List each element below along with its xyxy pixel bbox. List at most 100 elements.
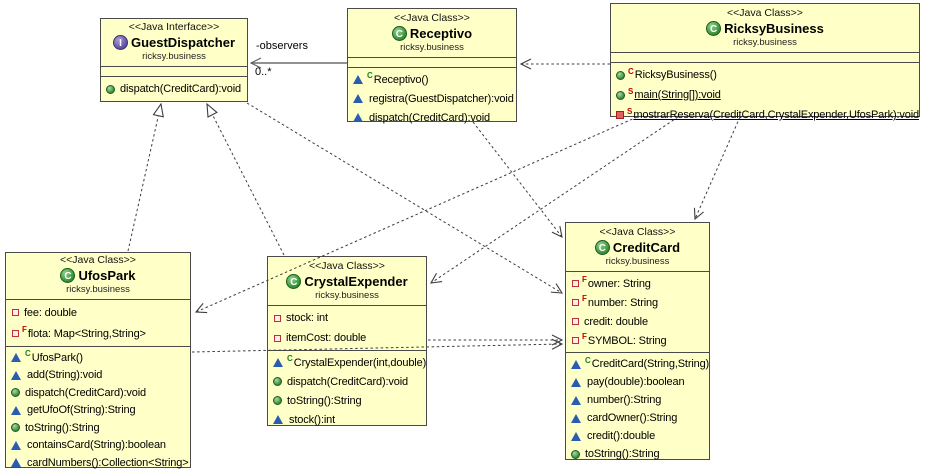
- class-name: Receptivo: [409, 26, 473, 41]
- member-label: toString():String: [585, 448, 660, 460]
- method-public-icon: [273, 396, 282, 405]
- field-private-icon: [12, 309, 19, 316]
- stereotype: <<Java Class>>: [599, 226, 676, 238]
- member-row[interactable]: cardOwner():String: [566, 409, 709, 427]
- member-row[interactable]: dispatch(CreditCard):void: [348, 108, 516, 127]
- member-label: add(String):void: [27, 369, 103, 382]
- stereotype: <<Java Interface>>: [128, 21, 220, 33]
- member-row[interactable]: toString():String: [566, 445, 709, 463]
- association-label-observers[interactable]: -observers: [256, 40, 308, 52]
- package-name: ricksy.business: [66, 284, 130, 295]
- member-row[interactable]: itemCost: double: [268, 328, 426, 348]
- method-package-icon: [353, 113, 363, 122]
- method-public-icon: [616, 70, 625, 80]
- member-label: number: String: [587, 296, 658, 309]
- field-private-icon: [572, 318, 579, 325]
- class-box-ricksybusiness[interactable]: <<Java Class>> C RicksyBusiness ricksy.b…: [610, 3, 920, 121]
- member-row[interactable]: credit: double: [566, 312, 709, 331]
- modifier-superscript: S: [628, 86, 634, 96]
- member-row[interactable]: toString():String: [268, 391, 426, 410]
- class-name: RicksyBusiness: [724, 21, 824, 36]
- field-private-icon: [12, 330, 19, 337]
- member-label: mostrarReserva(CreditCard,CrystalExpende…: [633, 109, 919, 121]
- stereotype: <<Java Class>>: [60, 254, 136, 266]
- modifier-superscript: F: [582, 332, 587, 341]
- method-package-icon: [273, 358, 283, 367]
- method-package-icon: [571, 377, 581, 387]
- member-label: toString():String: [287, 394, 362, 407]
- member-label: credit():double: [587, 430, 656, 442]
- dependency-ufos-park-to-credit-card[interactable]: [191, 344, 562, 353]
- class-box-receptivo[interactable]: <<Java Class>> C Receptivo ricksy.busine…: [347, 8, 517, 124]
- member-label: stock():int: [289, 413, 336, 426]
- modifier-superscript: C: [367, 71, 373, 80]
- class-icon: C: [391, 26, 407, 41]
- member-row[interactable]: registra(GuestDispatcher):void: [348, 89, 516, 108]
- modifier-superscript: C: [25, 349, 31, 359]
- member-row[interactable]: containsCard(String):boolean: [6, 437, 190, 455]
- class-box-ufospark[interactable]: <<Java Class>> C UfosPark ricksy.busines…: [5, 252, 191, 469]
- class-box-creditcard[interactable]: <<Java Class>> C CreditCard ricksy.busin…: [565, 222, 710, 460]
- methods-compartment: dispatch(CreditCard):void: [101, 77, 247, 101]
- member-row[interactable]: cardNumbers():Collection<String>: [6, 454, 190, 472]
- member-row[interactable]: fee: double: [6, 302, 190, 323]
- member-row[interactable]: credit():double: [566, 427, 709, 445]
- member-row[interactable]: add(String):void: [6, 367, 190, 385]
- dependency-guest-dispatcher-to-credit-card[interactable]: [246, 102, 562, 293]
- member-row[interactable]: getUfoOf(String):String: [6, 402, 190, 420]
- method-package-icon: [353, 75, 363, 84]
- realization-crystal-expender-to-guest-dispatcher[interactable]: [207, 104, 285, 256]
- class-box-guestdispatcher[interactable]: <<Java Interface>> I GuestDispatcher ric…: [100, 18, 248, 102]
- method-package-icon: [571, 413, 581, 423]
- dependency-ricksy-business-to-credit-card[interactable]: [695, 116, 741, 219]
- class-box-crystalexpender[interactable]: <<Java Class>> C CrystalExpender ricksy.…: [267, 256, 427, 426]
- method-private-icon: [616, 111, 624, 119]
- member-row[interactable]: pay(double):boolean: [566, 373, 709, 391]
- class-name: UfosPark: [78, 268, 136, 283]
- dependency-ricksy-business-to-ufos-park[interactable]: [196, 116, 638, 312]
- modifier-superscript: C: [585, 355, 591, 365]
- modifier-superscript: F: [582, 275, 587, 284]
- member-row[interactable]: stock():int: [268, 410, 426, 429]
- member-label: getUfoOf(String):String: [27, 404, 136, 417]
- member-row[interactable]: stock: int: [268, 308, 426, 328]
- class-header: <<Java Class>> C RicksyBusiness ricksy.b…: [611, 4, 919, 53]
- class-icon: C: [706, 21, 722, 36]
- realization-ufos-park-to-guest-dispatcher[interactable]: [127, 104, 161, 252]
- class-icon: C: [286, 274, 302, 289]
- package-name: ricksy.business: [605, 256, 670, 267]
- class-icon: C: [60, 268, 76, 283]
- member-label: cardNumbers():Collection<String>: [27, 456, 189, 469]
- dependency-receptivo-to-credit-card[interactable]: [472, 121, 562, 237]
- member-row[interactable]: number():String: [566, 391, 709, 409]
- method-public-icon: [106, 84, 115, 94]
- member-label: dispatch(CreditCard):void: [25, 386, 146, 399]
- association-multiplicity-label[interactable]: 0..*: [255, 66, 272, 78]
- member-row[interactable]: dispatch(CreditCard):void: [101, 79, 247, 99]
- member-label: Receptivo(): [373, 73, 429, 86]
- member-row[interactable]: dispatch(CreditCard):void: [6, 384, 190, 402]
- member-row[interactable]: toString():String: [6, 419, 190, 437]
- modifier-superscript: S: [627, 106, 633, 116]
- method-public-icon: [11, 423, 20, 433]
- dependency-ricksy-business-to-crystal-expender[interactable]: [431, 116, 679, 283]
- class-name: CrystalExpender: [304, 274, 408, 289]
- method-public-icon: [571, 449, 580, 459]
- class-header: <<Java Interface>> I GuestDispatcher ric…: [101, 19, 247, 67]
- member-row[interactable]: dispatch(CreditCard):void: [268, 372, 426, 391]
